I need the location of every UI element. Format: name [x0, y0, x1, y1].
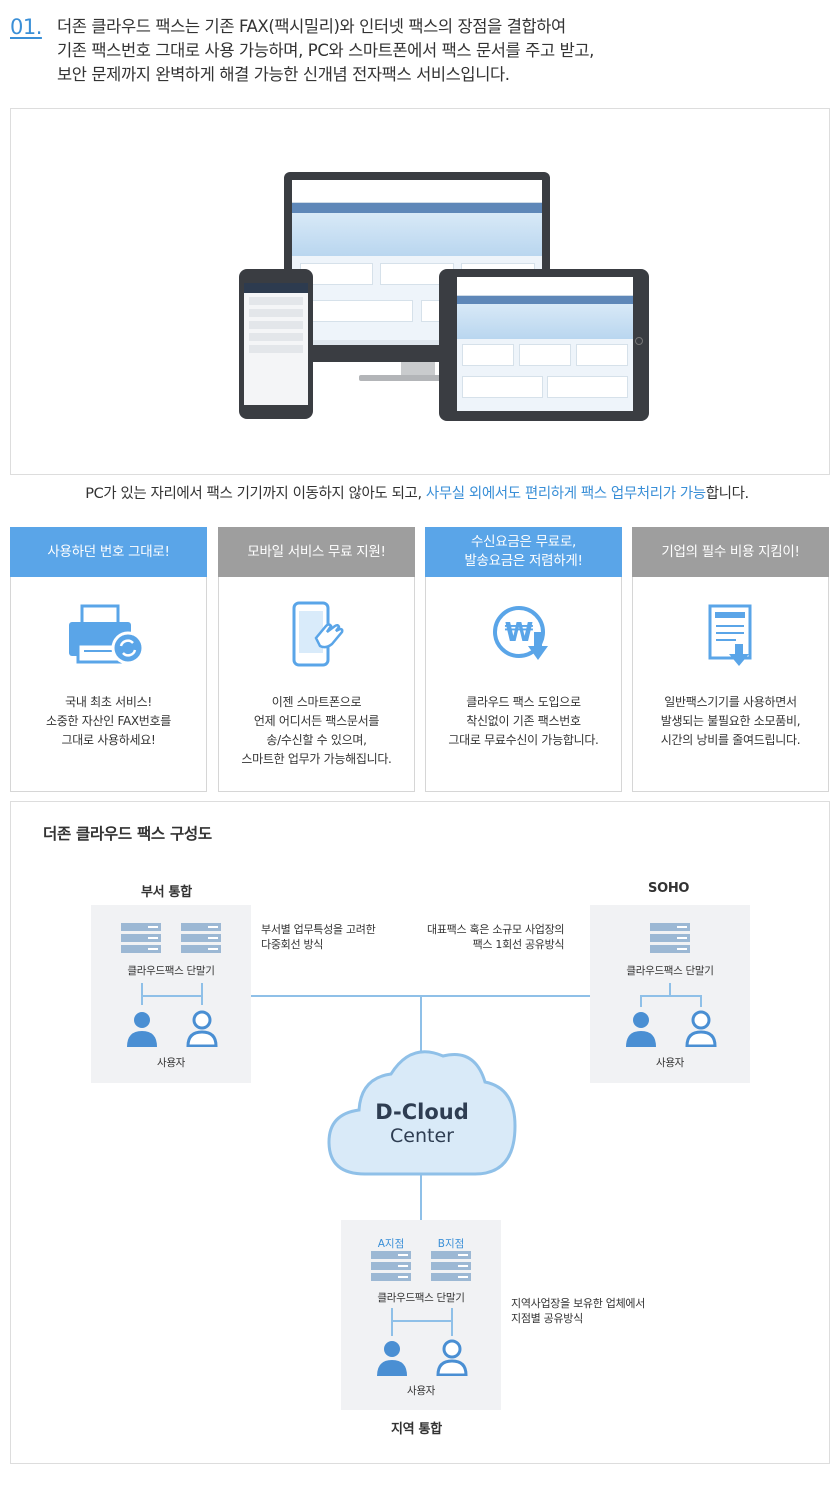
caption-highlight: 사무실 외에서도 편리하게 팩스 업무처리가 가능	[425, 486, 706, 502]
branch-a-label: A지점	[377, 1238, 405, 1250]
region-label: 지역 통합	[391, 1422, 442, 1437]
terminal-label: 클라우드팩스 단말기	[626, 965, 714, 977]
user-icon	[186, 1010, 218, 1047]
intro-line: 더존 클라우드 팩스는 기존 FAX(팩시밀리)와 인터넷 팩스의 장점을 결합…	[57, 17, 566, 36]
terminal-label: 클라우드팩스 단말기	[127, 965, 215, 977]
desktop-monitor-image	[284, 172, 550, 362]
tablet-home-button	[635, 337, 643, 345]
section-number: 01.	[10, 15, 42, 39]
won-down-icon: ₩	[492, 606, 548, 660]
card-title: 모바일 서비스 무료 지원!	[218, 527, 415, 577]
card-title: 수신요금은 무료로, 발송요금은 저렴하게!	[425, 527, 622, 577]
connector-line	[420, 995, 422, 1061]
dept-panel: 클라우드팩스 단말기 사용자	[91, 905, 251, 1083]
intro-text: 더존 클라우드 팩스는 기존 FAX(팩시밀리)와 인터넷 팩스의 장점을 결합…	[57, 15, 594, 87]
users-label: 사용자	[655, 1057, 685, 1069]
fax-machine-refresh-icon	[68, 604, 144, 665]
diagram-title: 더존 클라우드 팩스 구성도	[43, 825, 212, 843]
intro-section: 01. 더존 클라우드 팩스는 기존 FAX(팩시밀리)와 인터넷 팩스의 장점…	[10, 13, 830, 93]
card-title: 기업의 필수 비용 지킴이!	[632, 527, 829, 577]
monitor-stand	[401, 362, 435, 378]
users-label: 사용자	[406, 1385, 436, 1397]
tablet-image	[439, 269, 649, 421]
cloud-title: D-Cloud	[375, 1100, 469, 1124]
cloud-subtitle: Center	[390, 1125, 454, 1147]
user-icon	[127, 1012, 157, 1047]
user-icon	[685, 1010, 717, 1047]
users-label: 사용자	[156, 1057, 186, 1069]
server-icon	[431, 1251, 471, 1284]
device-illustration-box	[10, 108, 830, 475]
user-icon	[436, 1339, 468, 1376]
region-panel: A지점 B지점 클라우드팩스 단말기 사용자	[341, 1220, 501, 1410]
smartphone-image	[239, 269, 313, 419]
document-download-icon	[708, 604, 751, 666]
branch-b-label: B지점	[437, 1238, 465, 1250]
intro-line: 기존 팩스번호 그대로 사용 가능하며, PC와 스마트폰에서 팩스 문서를 주…	[57, 41, 594, 60]
soho-panel: 클라우드팩스 단말기 사용자	[590, 905, 750, 1083]
card-title-line: 수신요금은 무료로,	[471, 534, 576, 550]
system-diagram: 더존 클라우드 팩스 구성도 부서 통합 클라우드팩스 단말기 사용자 부서별 …	[10, 801, 830, 1464]
connector-line	[420, 1173, 422, 1220]
server-icon	[181, 923, 221, 956]
device-caption: PC가 있는 자리에서 팩스 기기까지 이동하지 않아도 되고, 사무실 외에서…	[85, 486, 749, 502]
server-icon	[650, 923, 690, 956]
intro-line: 보안 문제까지 완벽하게 해결 가능한 신개념 전자팩스 서비스입니다.	[57, 65, 510, 84]
user-icon	[626, 1012, 656, 1047]
card-title: 사용하던 번호 그대로!	[10, 527, 207, 577]
card-title-line: 발송요금은 저렴하게!	[464, 553, 583, 569]
dept-label: 부서 통합	[141, 885, 192, 900]
user-icon	[377, 1341, 407, 1376]
monitor-stand-base	[359, 375, 477, 381]
cloud-icon	[327, 1050, 517, 1176]
server-icon	[371, 1251, 411, 1284]
soho-label: SOHO	[648, 881, 690, 896]
smartphone-touch-icon	[292, 601, 343, 667]
svg-text:₩: ₩	[504, 618, 533, 648]
terminal-label: 클라우드팩스 단말기	[377, 1292, 465, 1304]
server-icon	[121, 923, 161, 956]
